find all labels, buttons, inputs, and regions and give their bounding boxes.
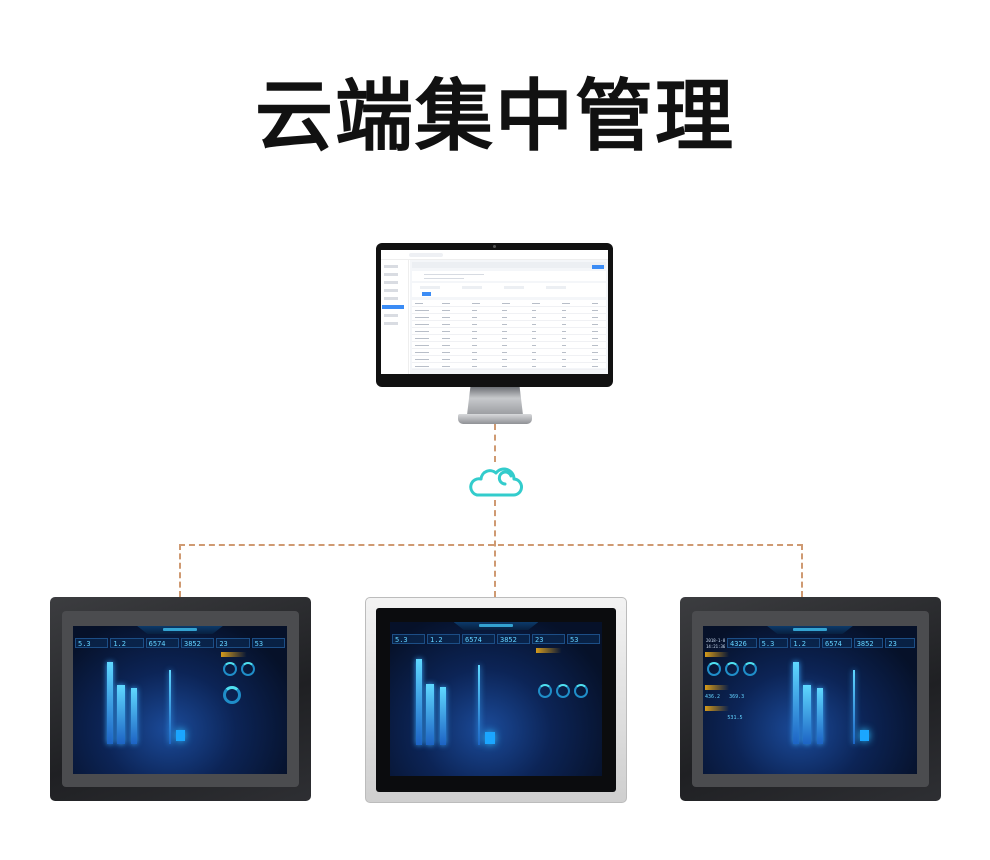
filter-field (504, 286, 524, 289)
city-tower (793, 661, 799, 745)
dashboard-title (479, 624, 513, 627)
sidebar-item (384, 273, 398, 276)
sidebar-item (384, 322, 398, 325)
admin-notice (412, 271, 606, 281)
admin-pagination (492, 371, 522, 374)
sidebar-item (384, 281, 398, 284)
city-tower (131, 688, 137, 745)
city-tower (478, 665, 480, 746)
city-tower (169, 670, 171, 745)
kpi-card: 1.2 (427, 634, 460, 644)
city-tower (416, 658, 422, 746)
filter-field (420, 286, 440, 289)
kpi-card: 6574 (462, 634, 495, 644)
connector-monitor-cloud (494, 424, 496, 462)
admin-main (410, 260, 608, 374)
table-row (412, 307, 606, 314)
admin-filter-form (412, 283, 606, 297)
panel-pc-center: 5.3 1.2 6574 3852 23 53 (365, 597, 627, 803)
highlight-building (860, 730, 869, 741)
admin-search-input (409, 253, 443, 257)
monitor-stand-neck (467, 387, 523, 415)
dashboard-title (792, 628, 828, 631)
dashboard-title (162, 628, 198, 631)
kpi-card: 23 (885, 638, 916, 648)
kpi-card: 6574 (822, 638, 852, 648)
kpi-row: 4326 5.3 1.2 6574 3852 23 (727, 638, 916, 648)
connector-right-panel (801, 544, 803, 597)
connector-horizontal (179, 544, 803, 546)
sidebar-item (384, 289, 398, 292)
admin-breadcrumb (412, 262, 606, 269)
table-row (412, 321, 606, 328)
page-title: 云端集中管理 (254, 72, 735, 162)
kpi-row: 5.3 1.2 6574 3852 23 53 (75, 638, 285, 648)
kpi-card: 53 (567, 634, 600, 644)
side-panel (536, 648, 600, 722)
sidebar-item (384, 314, 398, 317)
table-row (412, 314, 606, 321)
cloud-icon (465, 462, 525, 500)
webcam-dot (493, 245, 496, 248)
highlight-building (176, 730, 185, 741)
table-row (412, 342, 606, 349)
city-tower (803, 685, 811, 745)
kpi-card: 3852 (853, 638, 884, 648)
kpi-card: 5.3 (392, 634, 425, 644)
highlight-building (485, 732, 495, 744)
admin-table (412, 300, 606, 370)
admin-add-button (592, 265, 604, 269)
connector-cloud-center (494, 500, 496, 597)
city-tower (107, 661, 113, 745)
connector-left-panel (179, 544, 181, 597)
panel-pc-left: 5.3 1.2 6574 3852 23 53 (50, 597, 311, 801)
kpi-card: 5.3 (758, 638, 789, 648)
table-row (412, 335, 606, 342)
kpi-card: 53 (251, 638, 285, 648)
kpi-card: 4326 (727, 638, 757, 648)
city-tower (440, 686, 446, 746)
city-tower (117, 685, 125, 745)
kpi-card: 6574 (145, 638, 179, 648)
city-tower (426, 683, 434, 746)
side-panel (220, 652, 285, 770)
kpi-card: 5.3 (75, 638, 109, 648)
sidebar-item-active (382, 305, 404, 309)
city-tower (817, 688, 823, 745)
kpi-card: 1.2 (110, 638, 144, 648)
kpi-card: 3852 (180, 638, 215, 648)
city-tower (853, 670, 855, 745)
filter-field (546, 286, 566, 289)
table-row (412, 328, 606, 335)
admin-topbar (381, 250, 608, 260)
filter-field (462, 286, 482, 289)
monitor-stand-base (458, 414, 532, 424)
kpi-card: 3852 (497, 634, 530, 644)
panel-screen-left: 5.3 1.2 6574 3852 23 53 (73, 626, 287, 774)
table-row (412, 349, 606, 356)
sidebar-item (384, 265, 398, 268)
admin-sidebar (381, 260, 409, 374)
filter-search-button (422, 292, 431, 296)
kpi-row: 5.3 1.2 6574 3852 23 53 (392, 634, 600, 644)
table-row (412, 363, 606, 370)
table-header (412, 300, 606, 307)
sidebar-item (384, 297, 398, 300)
side-panel: 436.2 369.3 531.5 (705, 652, 765, 770)
monitor-screen-admin-ui (381, 250, 608, 374)
kpi-card: 23 (532, 634, 565, 644)
table-row (412, 356, 606, 363)
desktop-monitor (376, 243, 613, 387)
panel-screen-center: 5.3 1.2 6574 3852 23 53 (390, 622, 602, 776)
kpi-card: 1.2 (790, 638, 821, 648)
kpi-card: 23 (216, 638, 250, 648)
